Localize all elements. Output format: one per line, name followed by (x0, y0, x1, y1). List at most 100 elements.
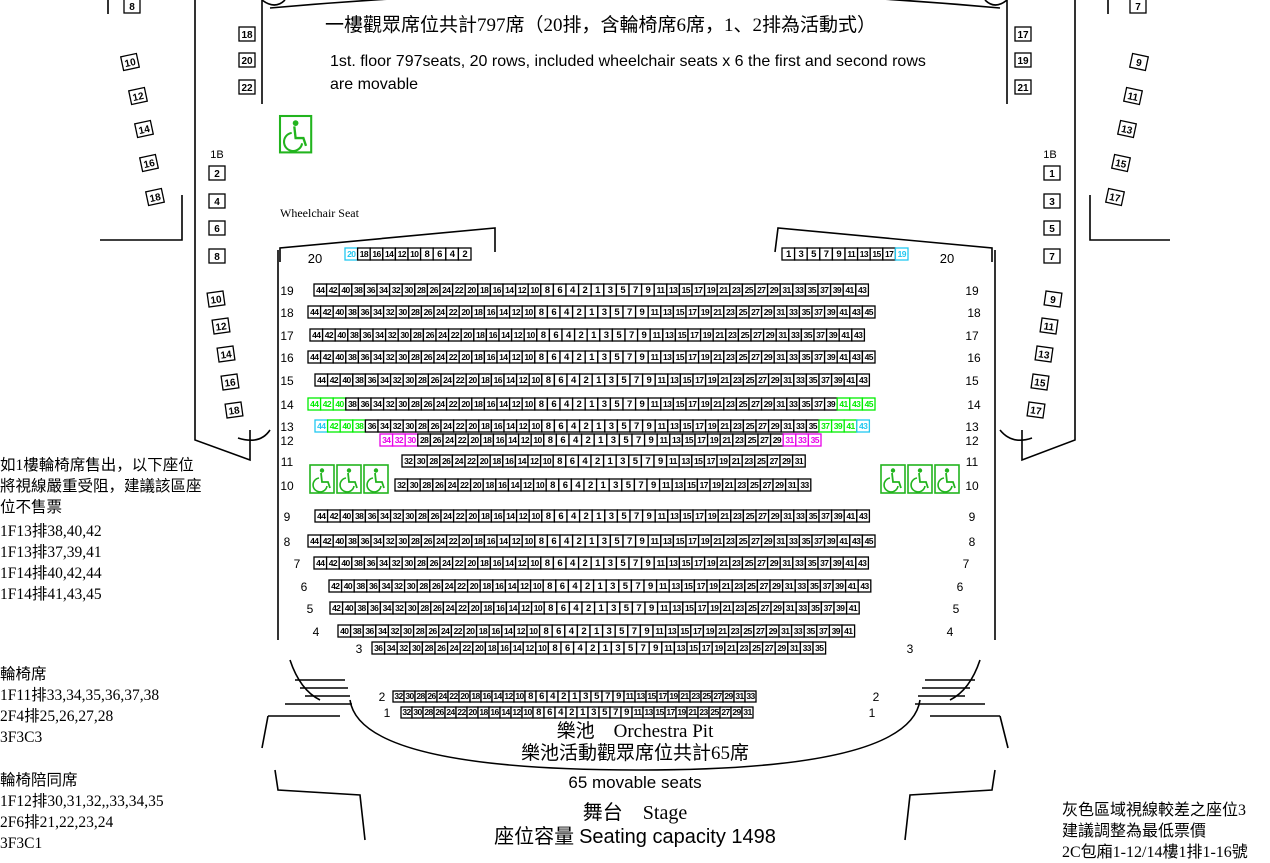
seat[interactable]: 43 (849, 534, 864, 548)
seat[interactable]: 28 (408, 397, 423, 411)
seat[interactable]: 16 (490, 419, 505, 433)
seat[interactable]: 23 (730, 509, 745, 523)
seat[interactable]: 20 (469, 478, 484, 492)
seat[interactable]: 26 (439, 454, 454, 468)
seat[interactable]: 32 (382, 397, 397, 411)
seat[interactable]: 4 (546, 690, 559, 703)
seat[interactable]: 19 (697, 305, 712, 319)
seat[interactable]: 29 (766, 283, 781, 297)
seat[interactable]: 27 (754, 283, 769, 297)
seat[interactable]: 4 (577, 454, 592, 468)
seat[interactable]: 31 (780, 509, 795, 523)
seat[interactable]: 28 (421, 641, 436, 655)
seat[interactable]: 43 (856, 509, 871, 523)
seat[interactable]: 30 (404, 601, 419, 615)
seat[interactable]: 16 (480, 690, 493, 703)
seat[interactable]: 18 (356, 247, 371, 261)
seat[interactable]: 19 (703, 283, 718, 297)
seat[interactable]: 15 (869, 247, 884, 261)
seat[interactable]: 2 (578, 509, 593, 523)
seat[interactable]: 12 (394, 247, 409, 261)
seat[interactable]: 26 (425, 690, 438, 703)
seat[interactable]: 15 (672, 305, 687, 319)
seat[interactable]: 7 (640, 454, 655, 468)
seat[interactable]: 31 (782, 601, 797, 615)
seat[interactable]: 2 (576, 624, 591, 638)
seat[interactable]: 11 (647, 305, 662, 319)
seat[interactable]: 4 (572, 641, 587, 655)
seat[interactable]: 1 (584, 305, 599, 319)
seat[interactable]: 5 (616, 373, 631, 387)
seat[interactable]: 18 (480, 601, 495, 615)
seat[interactable]: 22 (447, 328, 462, 342)
seat[interactable]: 8 (541, 373, 556, 387)
seat[interactable]: 9 (634, 305, 649, 319)
seat[interactable]: 20 (465, 509, 480, 523)
seat[interactable]: 44 (313, 283, 328, 297)
seat[interactable]: 12 (508, 350, 523, 364)
seat[interactable]: 38 (345, 534, 360, 548)
seat[interactable]: 11 (654, 419, 669, 433)
seat[interactable]: 9 (641, 419, 656, 433)
seat[interactable]: 29 (770, 601, 785, 615)
seat[interactable]: 16 (483, 397, 498, 411)
seat[interactable]: 41 (842, 556, 857, 570)
seat[interactable]: 24 (451, 454, 466, 468)
seat[interactable]: 29 (760, 397, 775, 411)
seat[interactable]: 37 (819, 579, 834, 593)
seat[interactable]: 41 (843, 373, 858, 387)
seat[interactable]: 33 (795, 433, 810, 447)
seat[interactable]: 13 (667, 509, 682, 523)
seat[interactable]: 3 (604, 373, 619, 387)
seat[interactable]: 16 (483, 350, 498, 364)
seat[interactable]: 20 (458, 690, 471, 703)
seat[interactable]: 30 (409, 641, 424, 655)
seat[interactable]: 24 (433, 534, 448, 548)
seat[interactable]: 26 (420, 534, 435, 548)
seat[interactable]: 21 (719, 433, 734, 447)
seat[interactable]: 36 (364, 419, 379, 433)
seat[interactable]: 3 (603, 556, 618, 570)
seat[interactable]: 10 (528, 509, 543, 523)
seat[interactable]: 5 (628, 454, 643, 468)
seat[interactable]: 7 (633, 478, 648, 492)
seat[interactable]: 26 (430, 601, 445, 615)
seat[interactable]: 17 (882, 247, 897, 261)
seat[interactable]: 11 (656, 601, 671, 615)
seat[interactable]: 13 (634, 690, 647, 703)
seat[interactable]: 29 (767, 419, 782, 433)
seat[interactable]: 20 (464, 556, 479, 570)
seat[interactable]: 22 (450, 624, 465, 638)
seat[interactable]: 27 (748, 397, 763, 411)
seat[interactable]: 32 (389, 419, 404, 433)
seat[interactable]: 1 (589, 624, 604, 638)
seat[interactable]: 43 (849, 305, 864, 319)
seat[interactable]: 17 (691, 283, 706, 297)
seat[interactable]: 1 (584, 397, 599, 411)
seat[interactable]: 26 (427, 419, 442, 433)
seat[interactable]: 40 (340, 579, 355, 593)
seat[interactable]: 30 (403, 690, 416, 703)
seat[interactable]: 11 (649, 328, 664, 342)
seat[interactable]: 1 (591, 373, 606, 387)
seat[interactable]: 45 (861, 305, 876, 319)
seat[interactable]: 37 (817, 556, 832, 570)
seat[interactable]: 5 (618, 433, 633, 447)
seat[interactable]: 17 (692, 419, 707, 433)
seat[interactable]: 18 (479, 579, 494, 593)
seat[interactable]: 12 (514, 556, 529, 570)
seat[interactable]: 37 (813, 328, 828, 342)
seat[interactable]: 37 (818, 373, 833, 387)
seat[interactable]: 9 (646, 478, 661, 492)
seat[interactable]: 3 (599, 328, 614, 342)
seat[interactable]: 17 (694, 601, 709, 615)
seat[interactable]: 4 (565, 556, 580, 570)
seat[interactable]: 16 (502, 454, 517, 468)
seat[interactable]: 14 (503, 509, 518, 523)
seat[interactable]: 17 (693, 579, 708, 593)
seat[interactable]: 15 (674, 328, 689, 342)
seat[interactable]: 20 (344, 247, 359, 261)
seat[interactable]: 4 (564, 624, 579, 638)
seat[interactable]: 8 (540, 556, 555, 570)
seat[interactable]: 32 (388, 556, 403, 570)
